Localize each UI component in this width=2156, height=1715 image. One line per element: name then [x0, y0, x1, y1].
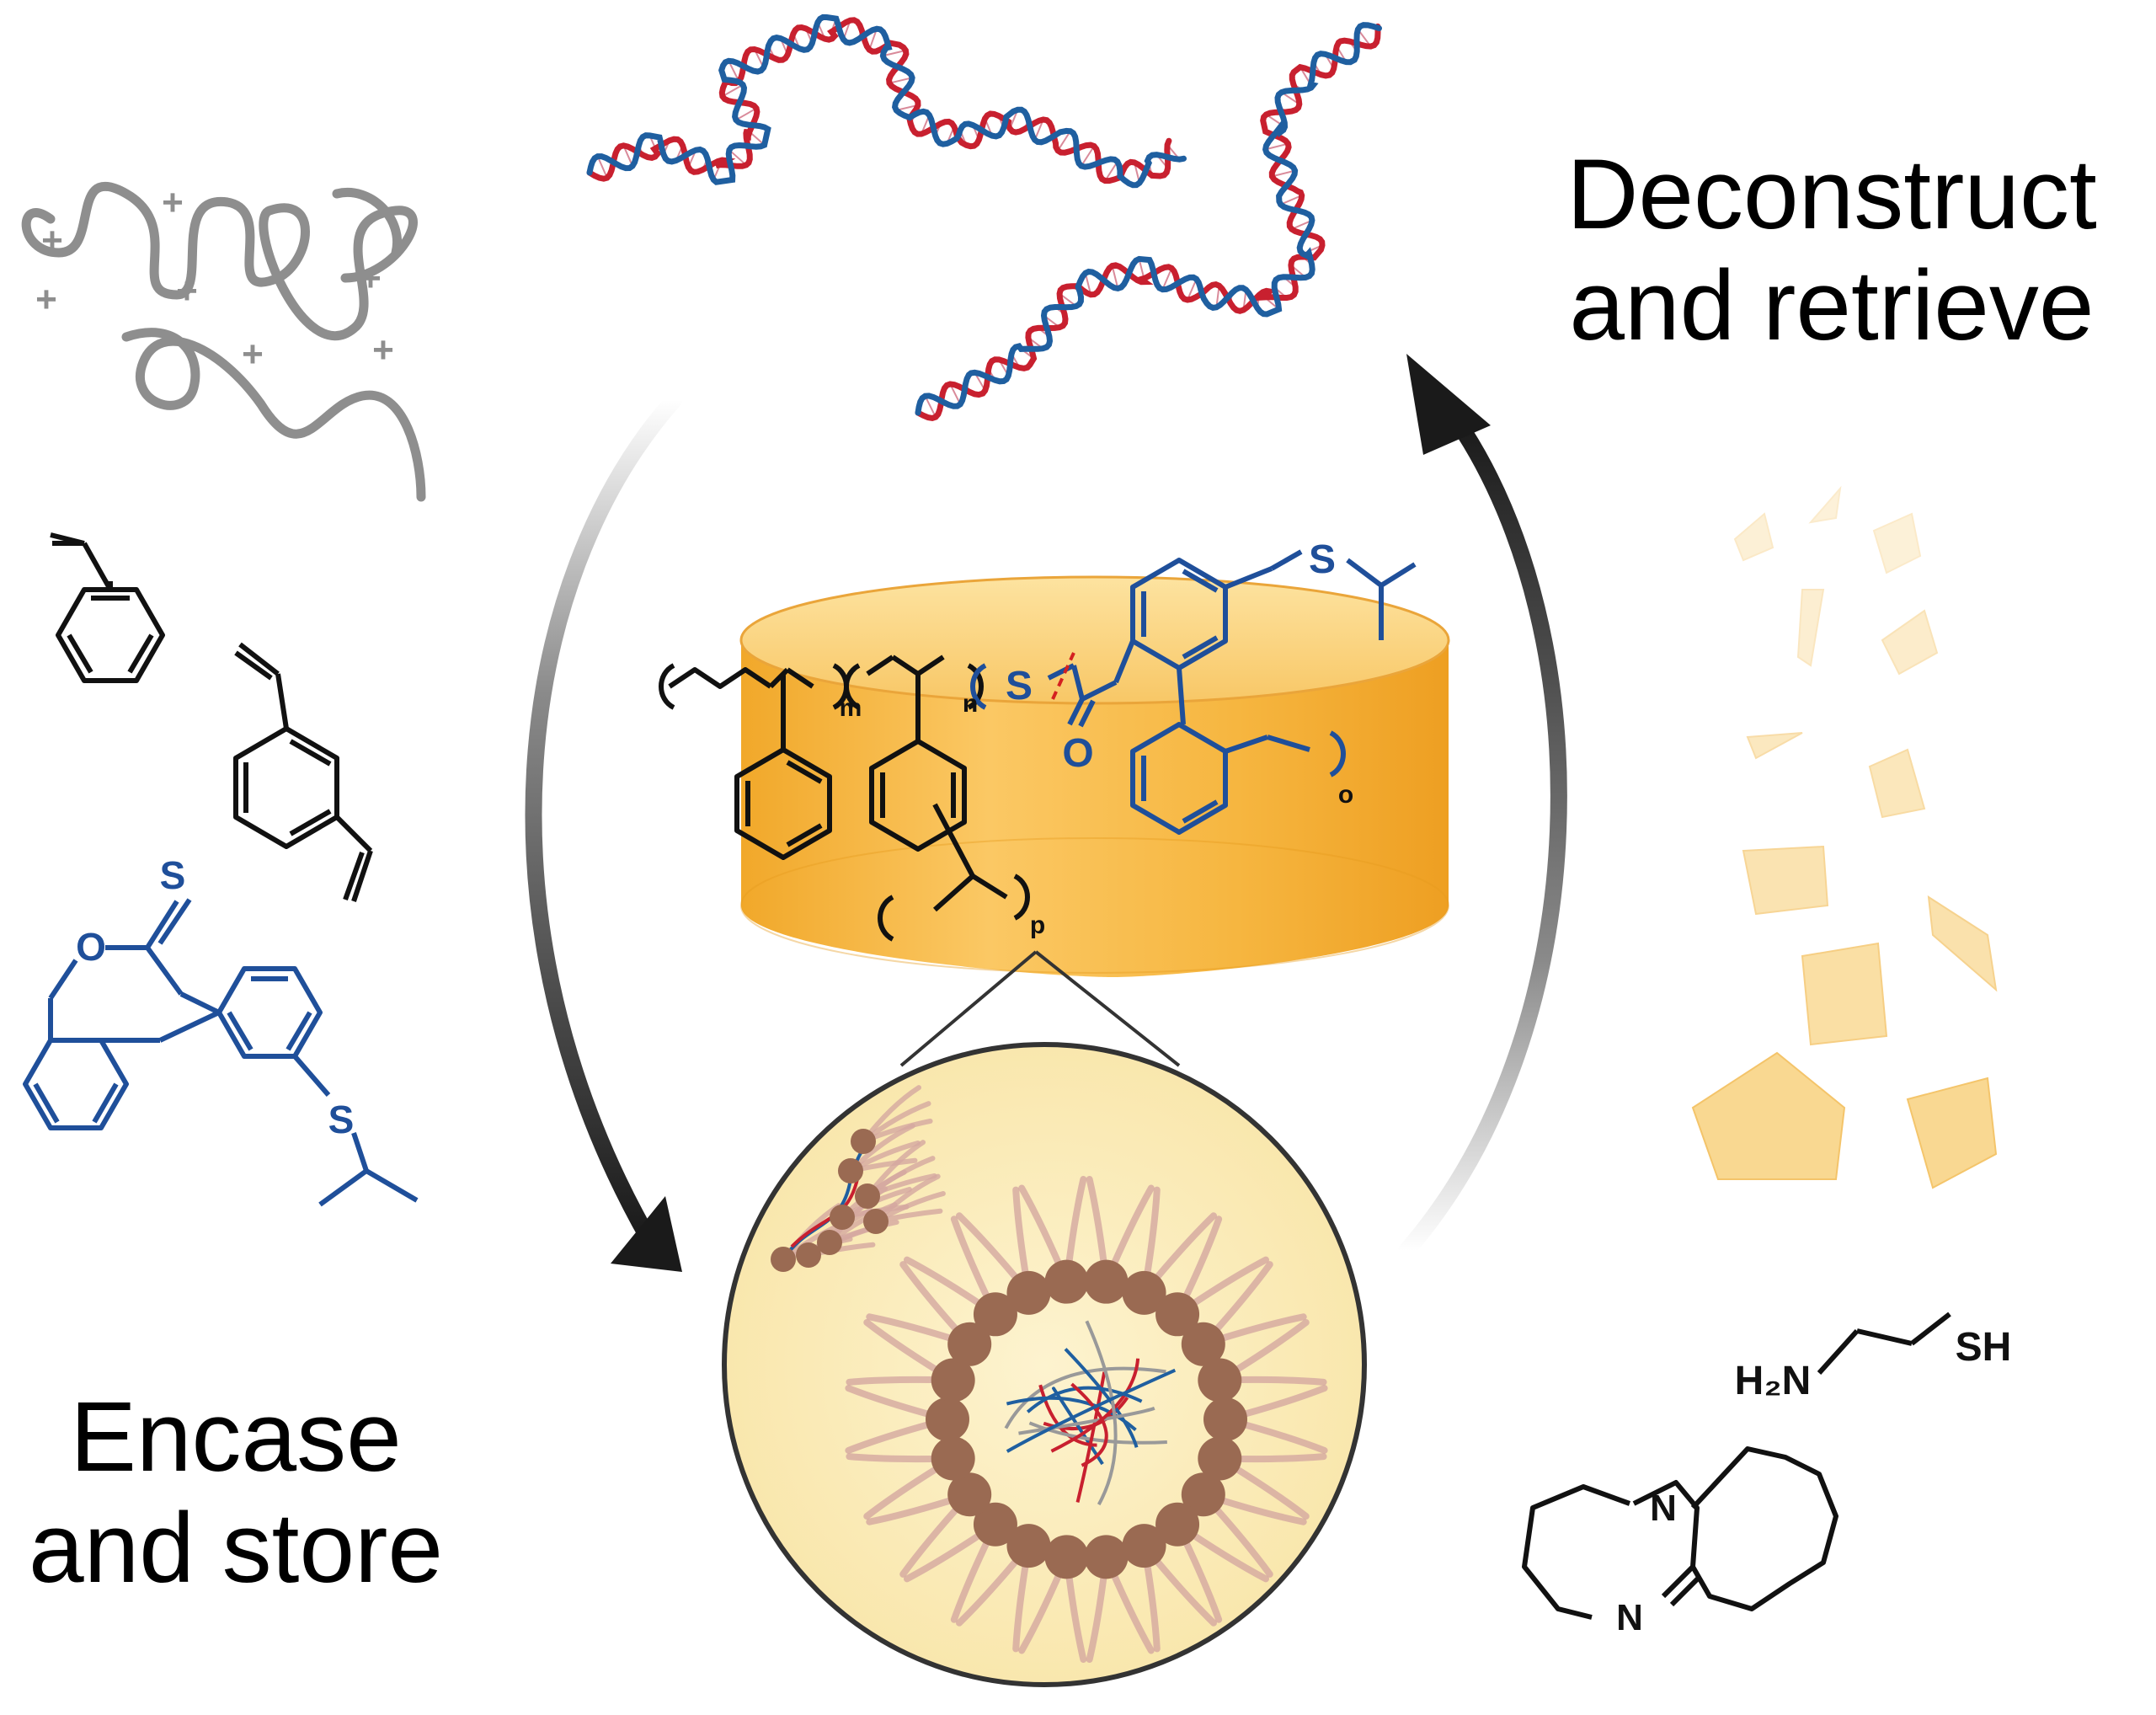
- polymer-fragment: [1693, 1053, 1844, 1179]
- sulfide-s-label: S: [1309, 537, 1336, 582]
- dbu-molecule: [1524, 1449, 1836, 1617]
- dna-strands: [590, 17, 1380, 418]
- thiol-label: SH: [1956, 1325, 2012, 1370]
- lipid-head-bead: [838, 1158, 863, 1183]
- lipid-head-bead: [863, 1209, 889, 1234]
- polymer-fragment: [1874, 514, 1920, 573]
- encase-caption: Encase and store: [0, 1381, 472, 1604]
- dna-strand-b: [918, 25, 1380, 413]
- lipid-head-bead: [855, 1183, 880, 1209]
- lipid-head-bead: [817, 1230, 842, 1255]
- lipid-head-bead: [1123, 1524, 1166, 1568]
- encase-line2: and store: [0, 1493, 472, 1604]
- subscript-p: p: [1030, 911, 1045, 939]
- polymer-fragments: [1693, 489, 1996, 1188]
- polymer-fragment: [1811, 489, 1840, 522]
- cysteamine-molecule: [1819, 1314, 1950, 1373]
- lipid-head-bead: [926, 1397, 969, 1441]
- charge-symbol: +: [41, 220, 63, 261]
- charge-symbol: +: [176, 270, 198, 312]
- dbu-n2-label: N: [1616, 1597, 1643, 1638]
- lipid-head-bead: [1045, 1260, 1089, 1304]
- charge-symbol: +: [372, 329, 394, 371]
- lipid-head-bead: [1198, 1359, 1241, 1402]
- thioether-s-label: S: [328, 1098, 355, 1141]
- lipid-head-bead: [796, 1242, 821, 1268]
- dna-strand-b: [590, 17, 1184, 184]
- polymer-fragment: [1743, 847, 1828, 914]
- ester-s-label: S: [1006, 664, 1033, 708]
- divinylbenzene-molecule: [236, 644, 371, 901]
- ring-o-label: O: [76, 925, 106, 969]
- polymer-fragment: [1798, 590, 1823, 665]
- polycation-chain: [26, 186, 421, 497]
- lipid-head-bead: [771, 1247, 796, 1272]
- subscript-o: o: [1338, 781, 1353, 809]
- polymer-fragment: [1882, 611, 1937, 674]
- subscript-n: n: [963, 690, 978, 718]
- polymer-fragment: [1870, 750, 1924, 817]
- lipid-head-bead: [830, 1205, 855, 1230]
- deconstruct-caption: Deconstruct and retrieve: [1508, 139, 2156, 361]
- charge-symbol: +: [242, 334, 264, 375]
- polymer-fragment: [1929, 897, 1996, 990]
- lipid-head-bead: [1045, 1535, 1089, 1579]
- lipid-head-bead: [1006, 1271, 1050, 1315]
- dna-strand-a: [590, 20, 1169, 181]
- thione-s-label: S: [160, 853, 186, 897]
- magnified-view: [724, 1044, 1364, 1685]
- deconstruct-line2: and retrieve: [1508, 250, 2156, 361]
- lipid-head-bead: [1203, 1397, 1247, 1441]
- deconstruct-line1: Deconstruct: [1508, 139, 2156, 250]
- encase-line1: Encase: [0, 1381, 472, 1493]
- polymer-fragment: [1735, 514, 1773, 560]
- lipid-head-bead: [851, 1129, 876, 1154]
- polymer-fragment: [1908, 1078, 1996, 1188]
- polymer-fragment: [1748, 733, 1802, 758]
- amine-label: H₂N: [1735, 1359, 1812, 1403]
- charge-symbol: +: [162, 182, 184, 223]
- carbonyl-o-label: O: [1062, 731, 1093, 776]
- charge-symbol: +: [360, 258, 382, 299]
- lipid-head-bead: [1084, 1535, 1128, 1579]
- styrene-molecule: [51, 535, 163, 681]
- dbu-n1-label: N: [1650, 1488, 1677, 1529]
- lipid-head-bead: [1084, 1260, 1128, 1304]
- charge-symbol: +: [35, 279, 57, 320]
- polymer-cylinder: [741, 577, 1449, 977]
- polymer-fragment: [1802, 943, 1886, 1044]
- subscript-m: m: [840, 694, 862, 722]
- lipid-head-bead: [931, 1436, 975, 1480]
- encase-arrow: [534, 400, 682, 1272]
